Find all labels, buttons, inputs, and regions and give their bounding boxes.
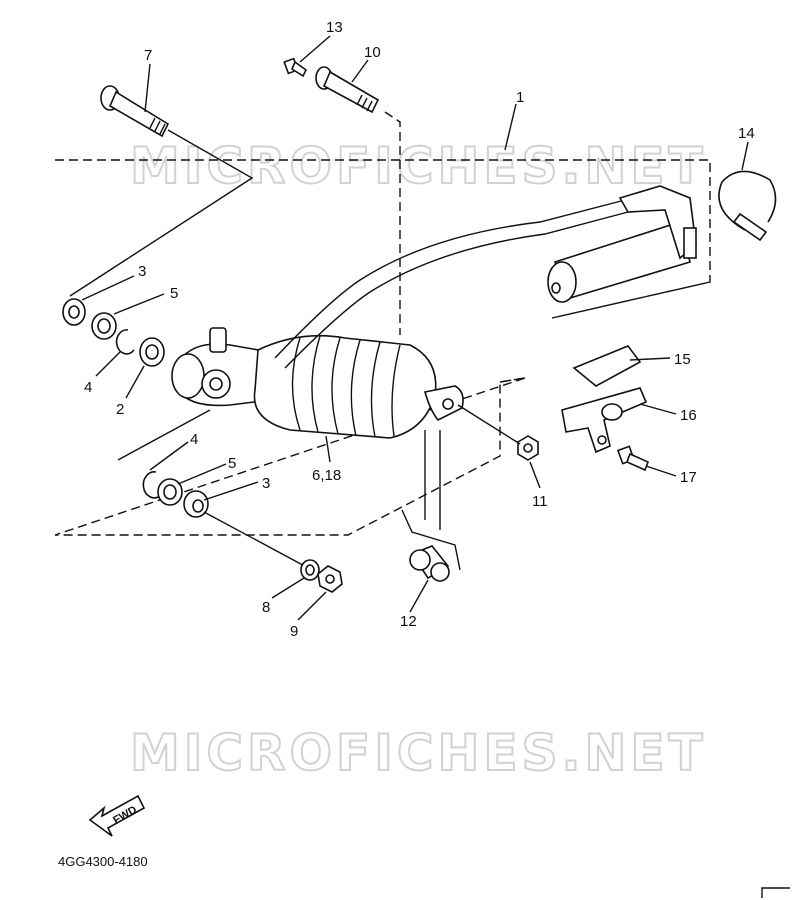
bolt7-leader <box>69 129 254 297</box>
reservoir-hose-outer <box>274 199 626 359</box>
callout-16: 16 <box>680 407 697 424</box>
callout-9: 9 <box>290 623 298 640</box>
boundary-joint <box>499 377 526 383</box>
washer-8 <box>300 559 320 581</box>
leader-10 <box>351 59 369 83</box>
bolt-17 <box>616 445 650 472</box>
reservoir <box>547 185 697 303</box>
collar-12 <box>409 545 450 582</box>
bracket-16 <box>561 387 648 454</box>
leader-2 <box>125 365 145 399</box>
lower-leader <box>117 409 211 461</box>
leader-5b <box>177 463 227 485</box>
circlip-4-lower <box>142 471 161 499</box>
collar12-guide <box>424 430 441 530</box>
diagram-code: 4GG4300-4180 <box>58 854 148 869</box>
leader-15 <box>629 357 671 361</box>
leader-4a <box>95 351 121 377</box>
callout-1: 1 <box>516 89 524 106</box>
leader-5a <box>113 293 165 315</box>
clamp-14 <box>718 170 777 242</box>
callout-2: 2 <box>116 401 124 418</box>
callout-3-lower: 3 <box>262 475 270 492</box>
spacer-3-upper <box>62 298 86 326</box>
washer-5-lower <box>157 478 183 506</box>
leader-9 <box>297 591 327 621</box>
fwd-label: FWD <box>111 804 139 827</box>
callout-5-lower: 5 <box>228 455 236 472</box>
shock-absorber-6 <box>171 327 464 439</box>
callout-3-upper: 3 <box>138 263 146 280</box>
leader-1 <box>504 103 517 151</box>
leader-7 <box>144 63 151 113</box>
callout-11: 11 <box>532 493 548 510</box>
leader-13 <box>299 35 331 63</box>
leader-4b <box>149 441 189 471</box>
leader-12 <box>409 579 429 613</box>
nut-9 <box>317 565 343 593</box>
bushing-2 <box>139 337 165 367</box>
leader-8 <box>271 577 305 599</box>
leader-11 <box>529 461 541 489</box>
watermark-top: MICROFICHES.NET <box>130 137 707 195</box>
collar12-box <box>401 509 461 571</box>
leader-3a <box>81 275 135 301</box>
bolt-7 <box>100 85 170 138</box>
leader-17 <box>645 465 677 477</box>
bolt-10 <box>315 66 380 114</box>
spacer-3-lower <box>183 490 209 518</box>
callout-4-lower: 4 <box>190 431 198 448</box>
nut11-leader <box>457 404 521 445</box>
plate-15 <box>572 345 642 387</box>
leader-14 <box>741 141 749 171</box>
callout-6-18: 6,18 <box>312 467 341 484</box>
fwd-arrow-icon: FWD <box>88 794 146 837</box>
circlip-4-upper <box>115 329 135 355</box>
callout-17: 17 <box>680 469 697 486</box>
callout-13: 13 <box>326 19 343 36</box>
nut-11 <box>517 435 539 461</box>
callout-4-upper: 4 <box>84 379 92 396</box>
corner-mark <box>761 887 790 898</box>
callout-7: 7 <box>144 47 152 64</box>
callout-10: 10 <box>364 44 381 61</box>
leader-16 <box>639 403 677 415</box>
reservoir-hose-inner <box>284 211 629 369</box>
watermark-bottom: MICROFICHES.NET <box>130 724 707 782</box>
leader-3b <box>203 481 259 501</box>
callout-12: 12 <box>400 613 417 630</box>
callout-8: 8 <box>262 599 270 616</box>
bolt10-leader <box>384 111 401 335</box>
axle-leader <box>203 511 313 571</box>
leader-618 <box>325 435 331 463</box>
callout-5-upper: 5 <box>170 285 178 302</box>
callout-14: 14 <box>738 125 755 142</box>
callout-15: 15 <box>674 351 691 368</box>
screw-13 <box>283 57 308 78</box>
washer-5-upper <box>91 312 117 340</box>
